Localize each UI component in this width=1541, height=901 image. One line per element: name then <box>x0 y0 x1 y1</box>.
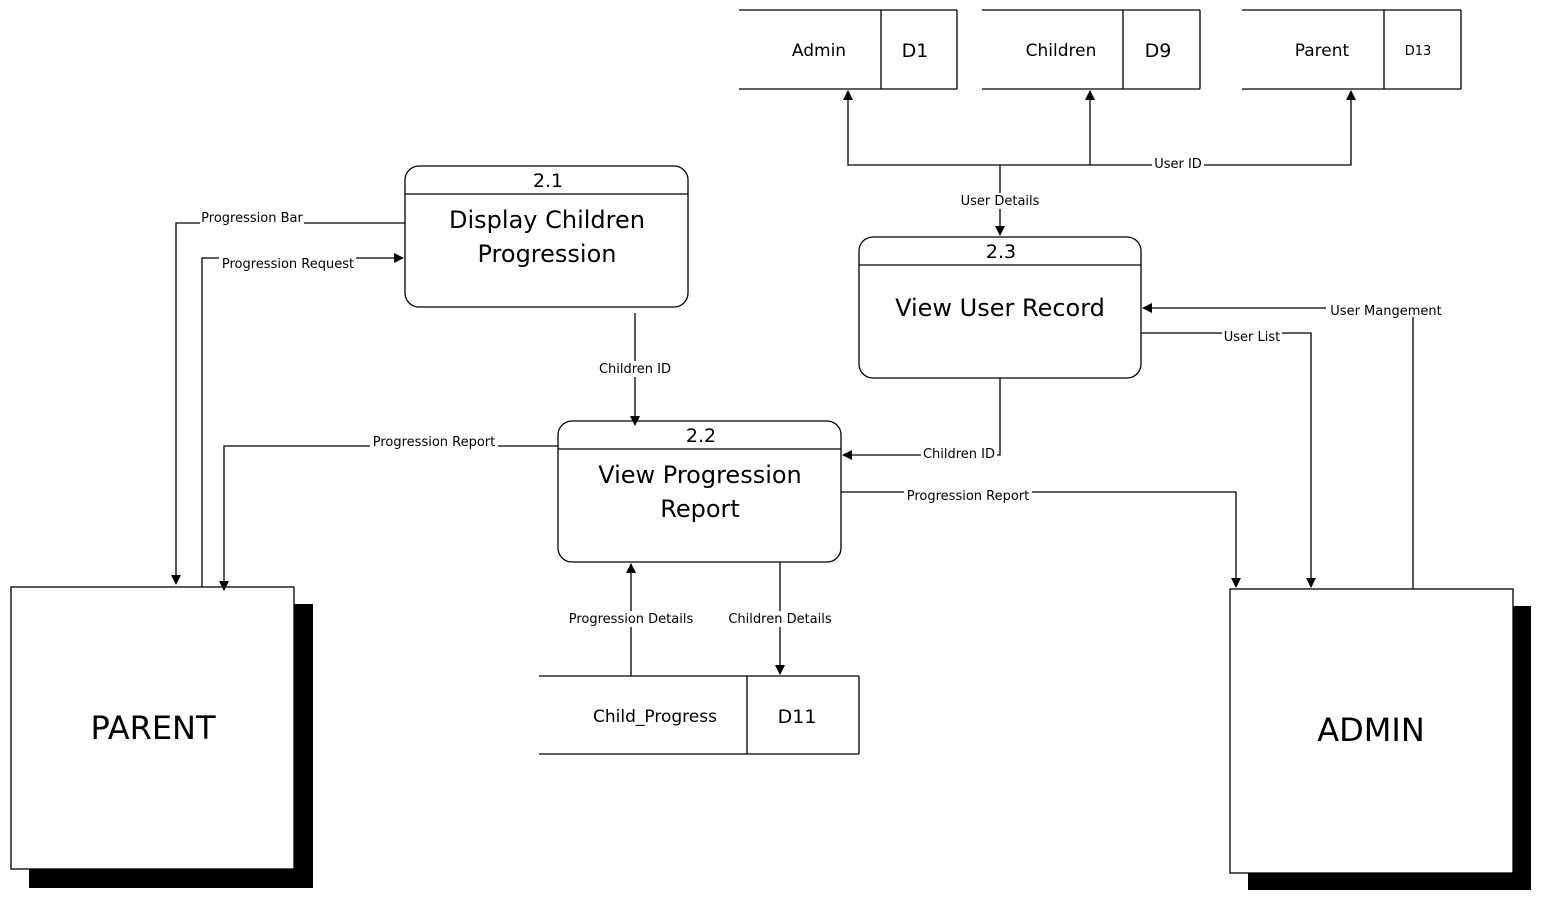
flow-children-details-label: Children Details <box>728 612 832 627</box>
process-2-1: 2.1 Display Children Progression <box>404 165 689 308</box>
flow-progression-bar: Progression Bar <box>171 211 405 585</box>
flow-progression-bar-label: Progression Bar <box>201 211 303 226</box>
store-children-name: Children <box>1026 41 1097 61</box>
store-parent: Parent D13 <box>1242 9 1462 90</box>
process-2-2-title-line2: Report <box>660 495 740 523</box>
process-2-3-title: View User Record <box>895 294 1105 322</box>
store-admin-id: D1 <box>902 40 929 62</box>
store-child-progress: Child_Progress D11 <box>539 675 860 755</box>
flow-user-management-label: User Mangement <box>1330 304 1441 319</box>
flow-children-id-21-22-label: Children ID <box>599 362 671 377</box>
flow-user-id: User ID <box>843 90 1356 172</box>
store-parent-name: Parent <box>1295 41 1350 61</box>
flow-progression-details: Progression Details <box>566 563 696 676</box>
entity-parent-label: PARENT <box>90 709 216 747</box>
store-children-id: D9 <box>1145 40 1172 62</box>
flow-children-details: Children Details <box>726 562 834 675</box>
flow-progression-request-label: Progression Request <box>222 257 354 272</box>
flow-progression-details-label: Progression Details <box>569 612 694 627</box>
store-child-progress-name: Child_Progress <box>593 707 717 727</box>
flow-progression-report-admin-label: Progression Report <box>907 489 1030 504</box>
flow-user-details: User Details <box>958 165 1042 236</box>
flow-user-details-label: User Details <box>961 194 1040 209</box>
flow-progression-request: Progression Request <box>201 253 404 587</box>
store-admin-name: Admin <box>792 41 846 61</box>
flow-progression-report-parent-label: Progression Report <box>373 435 496 450</box>
flow-children-id-21-22: Children ID <box>597 313 673 426</box>
flow-progression-report-admin: Progression Report <box>841 488 1241 588</box>
flow-children-id-23-22-label: Children ID <box>923 447 995 462</box>
process-2-3-number: 2.3 <box>986 241 1016 263</box>
process-2-1-title-line2: Progression <box>478 240 617 268</box>
store-child-progress-id: D11 <box>778 706 817 728</box>
flow-user-management: User Mangement <box>1142 303 1444 589</box>
flow-user-list-label: User List <box>1224 330 1281 345</box>
entity-admin: ADMIN <box>1229 588 1531 890</box>
process-2-1-title-line1: Display Children <box>449 206 645 234</box>
flow-user-id-label: User ID <box>1154 157 1202 172</box>
process-2-2-number: 2.2 <box>686 425 716 447</box>
process-2-3: 2.3 View User Record <box>858 236 1142 379</box>
flow-children-id-23-22: Children ID <box>842 378 1001 462</box>
store-children: Children D9 <box>982 9 1201 90</box>
store-admin: Admin D1 <box>739 9 958 90</box>
flow-user-list: User List <box>1141 329 1316 588</box>
process-2-2: 2.2 View Progression Report <box>557 420 842 563</box>
entity-parent: PARENT <box>10 586 313 888</box>
entity-admin-label: ADMIN <box>1317 711 1425 749</box>
store-parent-id: D13 <box>1405 44 1432 59</box>
flow-progression-report-parent: Progression Report <box>219 435 558 591</box>
process-2-1-number: 2.1 <box>533 170 563 192</box>
process-2-2-title-line1: View Progression <box>598 461 802 489</box>
